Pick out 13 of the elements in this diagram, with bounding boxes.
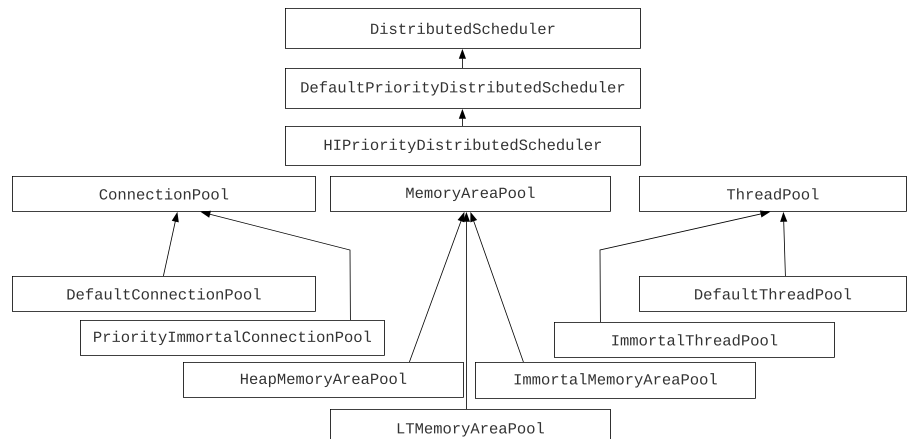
class-box: DefaultConnectionPool xyxy=(12,276,316,312)
class-box: MemoryAreaPool xyxy=(330,176,611,212)
class-box: ImmortalMemoryAreaPool xyxy=(475,362,756,399)
class-box: HeapMemoryAreaPool xyxy=(183,362,464,398)
class-box: ImmortalThreadPool xyxy=(554,322,835,358)
class-box: HIPriorityDistributedScheduler xyxy=(285,126,641,166)
class-box: LTMemoryAreaPool xyxy=(330,409,611,439)
class-box: PriorityImmortalConnectionPool xyxy=(80,320,385,356)
class-box: ConnectionPool xyxy=(12,176,316,212)
class-box: DistributedScheduler xyxy=(285,8,641,49)
class-box: DefaultThreadPool xyxy=(639,276,907,312)
class-box: ThreadPool xyxy=(639,176,907,212)
class-box: DefaultPriorityDistributedScheduler xyxy=(285,68,641,109)
